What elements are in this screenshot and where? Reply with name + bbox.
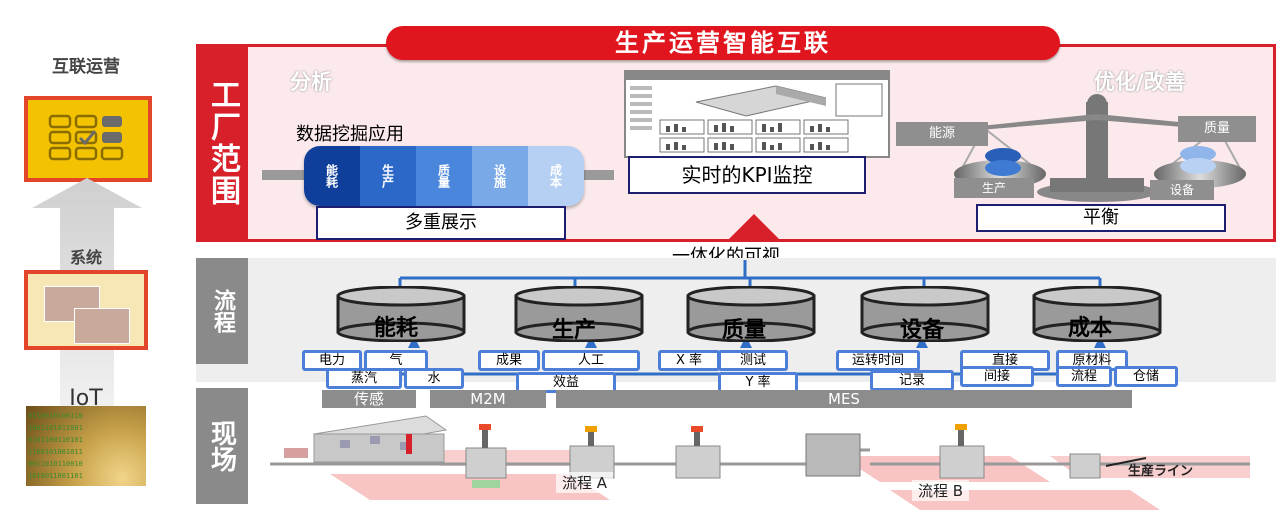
tag-record: 记录 <box>870 370 954 391</box>
system-bar-mes: MES <box>556 390 1132 408</box>
tag-test: 测试 <box>718 350 788 371</box>
tag-water: 水 <box>404 368 464 389</box>
database-icon <box>336 286 466 342</box>
production-line-label: 生産ライン <box>1128 464 1194 479</box>
data-cylinder: 能耗 生产 质量 设施 成本 <box>304 146 584 206</box>
factory-tab: 工厂范围 <box>196 44 248 242</box>
analysis-label: 分析 <box>290 70 332 94</box>
database-icon <box>686 286 816 342</box>
tag-labor: 人工 <box>542 350 640 371</box>
flow-tab: 流程 <box>196 258 248 364</box>
database-label: 成本 <box>1068 316 1113 341</box>
svg-text:1001101011001: 1001101011001 <box>28 424 83 432</box>
kpi-dashboard <box>624 70 890 158</box>
svg-text:0101100110101: 0101100110101 <box>28 436 83 444</box>
scale-label-production: 生产 <box>954 178 1034 198</box>
balance-label: 平衡 <box>976 204 1226 232</box>
cylinder-segment: 质量 <box>416 146 472 206</box>
svg-text:1010011001101: 1010011001101 <box>28 472 83 480</box>
tag-steam: 蒸汽 <box>326 368 402 389</box>
main-title: 生产运营智能互联 <box>386 26 1060 60</box>
system-bar-sensor: 传感 <box>322 390 416 408</box>
scale-label-quality: 质量 <box>1178 116 1256 142</box>
kpi-monitor-label: 实时的KPI监控 <box>628 156 866 194</box>
tag-result: 成果 <box>478 350 540 371</box>
database-label: 质量 <box>722 318 767 343</box>
tag-indirect: 间接 <box>960 366 1034 387</box>
cylinder-segment: 生产 <box>360 146 416 206</box>
connected-ops-icon <box>24 96 152 182</box>
tag-process: 流程 <box>1056 366 1112 387</box>
system-icon <box>24 270 148 350</box>
data-mining-label: 数据挖掘应用 <box>296 124 404 145</box>
left-mid-label: 系统 <box>69 248 102 267</box>
database-label: 生产 <box>552 318 597 343</box>
iot-image: 0110010100110 1001101011001 010110011010… <box>26 406 146 486</box>
site-tab: 现场 <box>196 388 248 504</box>
tag-storage: 仓储 <box>1114 366 1178 387</box>
database-label: 能耗 <box>374 316 419 341</box>
scale-label-energy: 能源 <box>896 122 988 146</box>
red-up-arrow-icon <box>726 214 782 242</box>
svg-text:0110010100110: 0110010100110 <box>28 412 83 420</box>
svg-text:1100101001011: 1100101001011 <box>28 448 83 456</box>
tag-x-rate: X 率 <box>658 350 720 371</box>
cylinder-segment: 设施 <box>472 146 528 206</box>
tag-material: 原材料 <box>1056 350 1128 371</box>
database-label: 设备 <box>900 318 945 343</box>
cylinder-segment: 能耗 <box>304 146 360 206</box>
flow-b-label: 流程 B <box>912 480 970 501</box>
tag-run-time: 运转时间 <box>836 350 920 371</box>
optimize-label: 优化/改善 <box>1094 70 1186 94</box>
svg-text:0011010110010: 0011010110010 <box>28 460 83 468</box>
database-icon <box>514 286 644 342</box>
factory-floor <box>270 415 1250 510</box>
cylinder-segment: 成本 <box>528 146 584 206</box>
cylinder-axle-right <box>580 170 614 180</box>
cylinder-axle-left <box>262 170 306 180</box>
scale-label-equipment: 设备 <box>1150 180 1214 200</box>
system-bar-m2m: M2M <box>430 390 546 408</box>
left-top-label: 互联运营 <box>52 57 120 77</box>
flow-a-label: 流程 A <box>556 472 614 493</box>
database-icon <box>1032 286 1162 342</box>
database-icon <box>860 286 990 342</box>
multi-display-label: 多重展示 <box>316 206 566 240</box>
